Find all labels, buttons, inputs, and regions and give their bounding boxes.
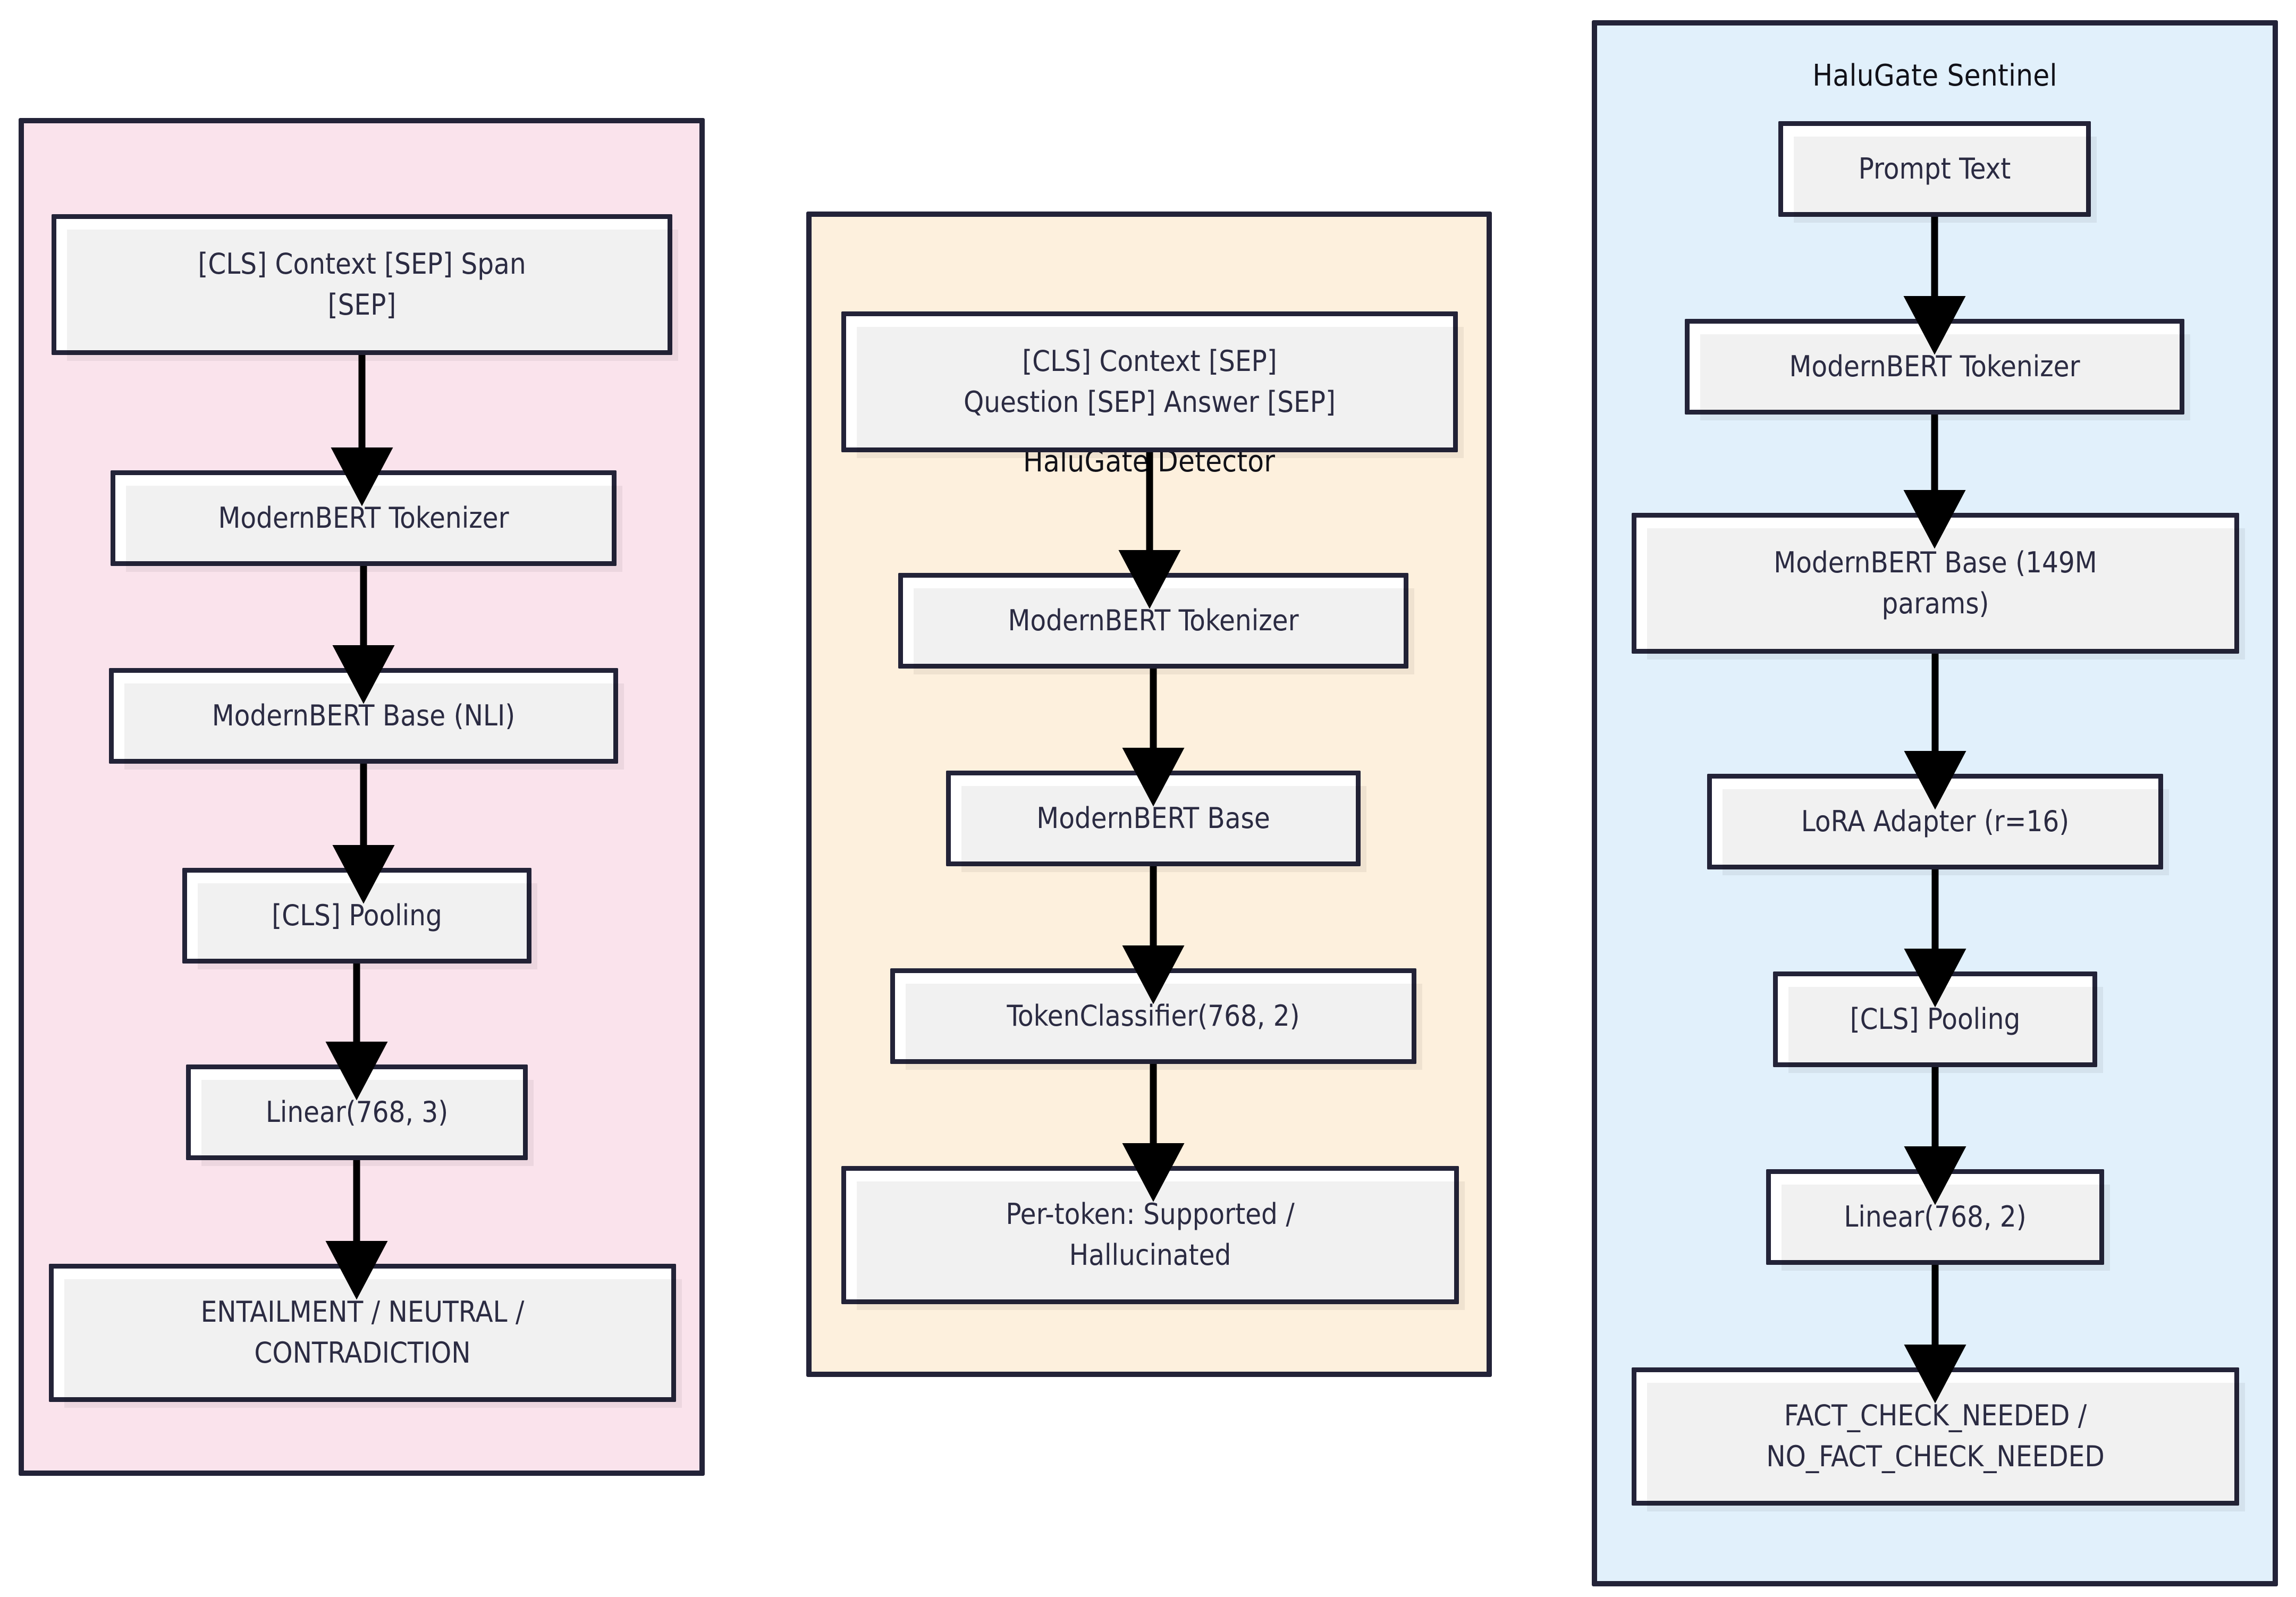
node-line: ModernBERT Tokenizer [218,501,509,535]
node-line: Question [SEP] Answer [SEP] [964,385,1336,419]
node-line: Linear(768, 2) [1844,1199,2027,1233]
node-sentinel-cls-pooling[interactable]: [CLS] Pooling [1773,971,2103,1073]
node-explainer-input[interactable]: [CLS] Context [SEP] Span [SEP] [52,214,678,361]
node-line: Prompt Text [1858,151,2011,185]
node-explainer-tokenizer[interactable]: ModernBERT Tokenizer [111,470,622,572]
node-explainer-linear[interactable]: Linear(768, 3) [186,1064,534,1166]
node-line: [CLS] Context [SEP] Span [198,247,526,281]
node-line: [CLS] Context [SEP] [1022,344,1277,378]
node-line: Linear(768, 3) [265,1095,449,1129]
node-sentinel-modernbert-base[interactable]: ModernBERT Base (149M params) [1632,513,2245,660]
node-line: NO_FACT_CHECK_NEEDED [1766,1440,2105,1473]
node-line: params) [1881,586,1989,620]
node-line: [CLS] Pooling [1850,1002,2021,1036]
node-detector-input[interactable]: [CLS] Context [SEP] Question [SEP] Answe… [841,311,1464,458]
node-line: FACT_CHECK_NEEDED / [1784,1399,2087,1433]
node-line: LoRA Adapter (r=16) [1801,804,2070,838]
node-detector-output-labels[interactable]: Per-token: Supported / Hallucinated [841,1166,1465,1310]
node-line: CONTRADICTION [254,1336,471,1370]
node-line: ENTAILMENT / NEUTRAL / [200,1295,525,1329]
node-line: ModernBERT Base [1036,801,1270,835]
node-line: ModernBERT Tokenizer [1008,603,1299,637]
cluster-title-sentinel: HaluGate Sentinel [1812,58,2057,93]
node-sentinel-prompt-text[interactable]: Prompt Text [1778,121,2097,223]
node-line: Hallucinated [1069,1238,1231,1272]
node-line: [CLS] Pooling [272,898,442,932]
node-line: TokenClassifier(768, 2) [1007,999,1300,1033]
node-line: ModernBERT Base (149M [1774,545,2097,579]
node-line: [SEP] [327,288,396,322]
node-line: ModernBERT Base (NLI) [212,698,516,732]
node-line: ModernBERT Tokenizer [1789,349,2080,383]
node-line: Per-token: Supported / [1006,1197,1295,1231]
